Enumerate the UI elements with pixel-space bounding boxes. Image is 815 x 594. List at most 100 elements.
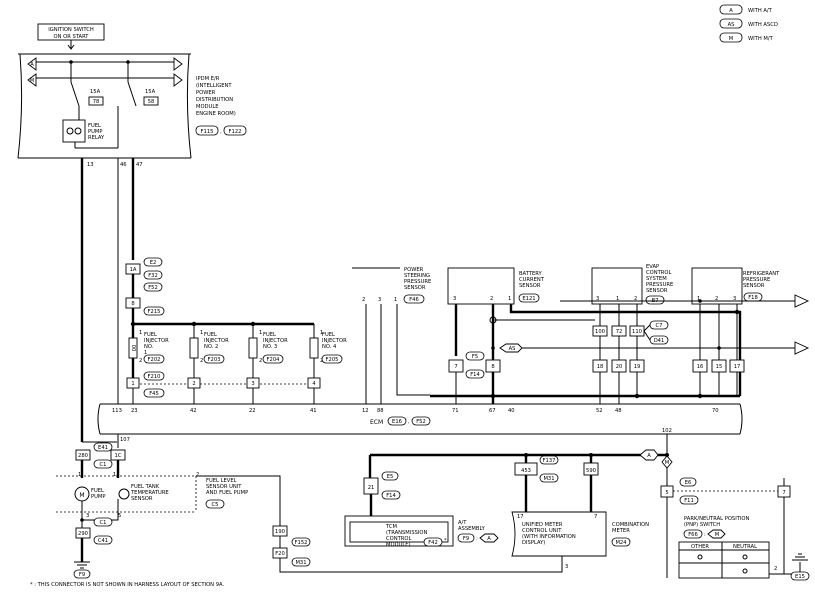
svg-text:590: 590: [586, 468, 596, 474]
svg-text:5: 5: [665, 490, 668, 496]
svg-text:1C: 1C: [115, 453, 122, 459]
svg-text:1: 1: [697, 296, 700, 302]
footnote: * : THIS CONNECTOR IS NOT SHOWN IN HARNE…: [30, 582, 224, 588]
ipdm-pin-46: 46: [120, 162, 127, 168]
fuel-pump-motor-icon: M: [79, 492, 84, 499]
legend-code-as: AS: [728, 22, 735, 28]
at-line2: ASSEMBLY: [458, 526, 486, 532]
injector-4-l3: NO. 4: [322, 344, 337, 350]
injector-1-l1: FUEL: [144, 332, 157, 338]
inj-harness-c2: F45: [149, 391, 159, 397]
svg-text:15: 15: [716, 364, 723, 370]
svg-text:3: 3: [453, 296, 456, 302]
relay-label-2: PUMP: [88, 129, 103, 135]
fp-label1: FUEL: [91, 488, 104, 494]
ecm-badge-m: M: [665, 460, 669, 466]
ipdm-conn1: F115: [201, 129, 214, 135]
junction-c2: F32: [148, 273, 158, 279]
fp-conn-top2: C1: [100, 462, 107, 468]
svg-text:22: 22: [249, 408, 256, 414]
svg-text:2: 2: [196, 472, 199, 478]
svg-text:1: 1: [394, 297, 397, 303]
ps-conn: F46: [409, 297, 419, 303]
evap-control-system-pressure-sensor: EVAP CONTROL SYSTEM PRESSURE SENSOR B7 3…: [591, 264, 673, 305]
svg-text:2: 2: [362, 297, 365, 303]
fp-label2: PUMP: [91, 494, 106, 500]
ignition-line1: IGNITION SWITCH: [48, 27, 94, 33]
temp-label2: TEMPERATURE: [130, 490, 169, 496]
ecm-pin-107: 107: [120, 437, 130, 443]
combo-line1: COMBINATION: [612, 522, 649, 528]
ipdm-line2: (INTELLIGENT: [196, 83, 232, 89]
junction-connector: 1A E2 F32 F52 8 F215: [125, 257, 165, 316]
svg-text:21: 21: [368, 485, 375, 491]
ground-icon: [74, 561, 90, 569]
svg-text:52: 52: [596, 408, 603, 414]
pnp-badge: M: [715, 532, 719, 538]
ipdm-pin-13: 13: [87, 162, 94, 168]
battery-line1: BATTERY: [519, 271, 542, 277]
ignition-line2: ON OR START: [54, 34, 90, 40]
f152-c2: M31: [295, 560, 306, 566]
svg-text:100: 100: [595, 329, 605, 335]
injector-2-conn: F203: [208, 357, 221, 363]
at-line1: A/T: [458, 520, 467, 526]
injector-harness: 1 2 3 4 F210 F45: [126, 371, 321, 398]
legend-text-a: WITH A/T: [748, 8, 773, 14]
battery-line3: SENSOR: [519, 283, 541, 289]
pnp-c1: E6: [685, 480, 692, 486]
relay-label-3: RELAY: [88, 135, 105, 141]
evap-low-pins: 18 20 19: [592, 359, 645, 373]
svg-text:7: 7: [454, 364, 457, 370]
svg-text:1: 1: [320, 330, 323, 336]
fuse2-amp: 15A: [145, 89, 156, 95]
svg-text:1: 1: [200, 330, 203, 336]
tcm: 21 E5 F14 8 TCM (TRANSMISSION CONTROL MO…: [344, 471, 454, 548]
legend-text-m: WITH M/T: [748, 36, 774, 42]
svg-text:71: 71: [452, 408, 459, 414]
tcm-line3: CONTROL: [386, 536, 411, 542]
refrig-conn: F18: [748, 295, 758, 301]
fuse2-no: 58: [148, 99, 155, 105]
legend-text-as: WITH ASCD: [748, 22, 778, 28]
svg-text:2: 2: [715, 296, 718, 302]
fuel-pump-area: 280 1C E41 C1 1 1 2 M FUEL PUMP FUEL TAN…: [56, 442, 248, 579]
battery-conn: E121: [522, 296, 535, 302]
svg-text:M: M: [30, 78, 34, 84]
evap-line3: SYSTEM: [646, 276, 667, 282]
fp-conn-low1: C1: [100, 520, 107, 526]
svg-text:3: 3: [378, 297, 381, 303]
svg-text:1: 1: [508, 296, 511, 302]
tcm-line2: (TRANSMISSION: [386, 530, 428, 536]
injector-3-l2: INJECTOR: [263, 338, 288, 344]
fp-conn-top1: E41: [98, 445, 108, 451]
ipdm-line3: POWER: [196, 90, 216, 96]
evap-line1: EVAP: [646, 264, 659, 270]
mid-conn-c1: F5: [472, 354, 478, 360]
pnp-ground-conn: E15: [795, 574, 805, 580]
svg-text:7: 7: [782, 490, 785, 496]
mid-conn-c2: F14: [470, 372, 480, 378]
pnp-line1: PARK/NEUTRAL POSITION: [684, 516, 750, 522]
evap-conn-c1: C7: [656, 323, 663, 329]
combination-meter: 453 590 F137 M31 17 7 UNIFIED METER CONT…: [511, 453, 649, 570]
svg-text:3: 3: [251, 381, 254, 387]
unit-label3: AND FUEL PUMP: [206, 490, 248, 496]
svg-text::: :: [476, 536, 478, 542]
injector-4-l2: INJECTOR: [322, 338, 347, 344]
ipdm-conn2: F122: [229, 129, 242, 135]
ipdm-er: A M 15A 78 15A 58 FUEL PUMP RELAY IPDM E…: [17, 53, 247, 168]
svg-text:2: 2: [490, 296, 493, 302]
svg-text:3: 3: [596, 296, 599, 302]
evap-line5: SENSOR: [646, 288, 668, 294]
refrig-low-pins: 16 15 17: [692, 359, 745, 373]
svg-text:190: 190: [275, 529, 285, 535]
ecm-pin-102: 102: [662, 428, 672, 434]
svg-text:110: 110: [632, 329, 642, 335]
ecm-label: ECM: [370, 419, 383, 426]
unit-label2: SENSOR UNIT: [206, 484, 242, 490]
ecm: 113 23 42 22 41 12 88 71 67 40 52 48 70 …: [97, 403, 743, 443]
temp-label1: FUEL TANK: [131, 484, 160, 490]
ipdm-line4: DISTRIBUTION: [196, 97, 233, 103]
